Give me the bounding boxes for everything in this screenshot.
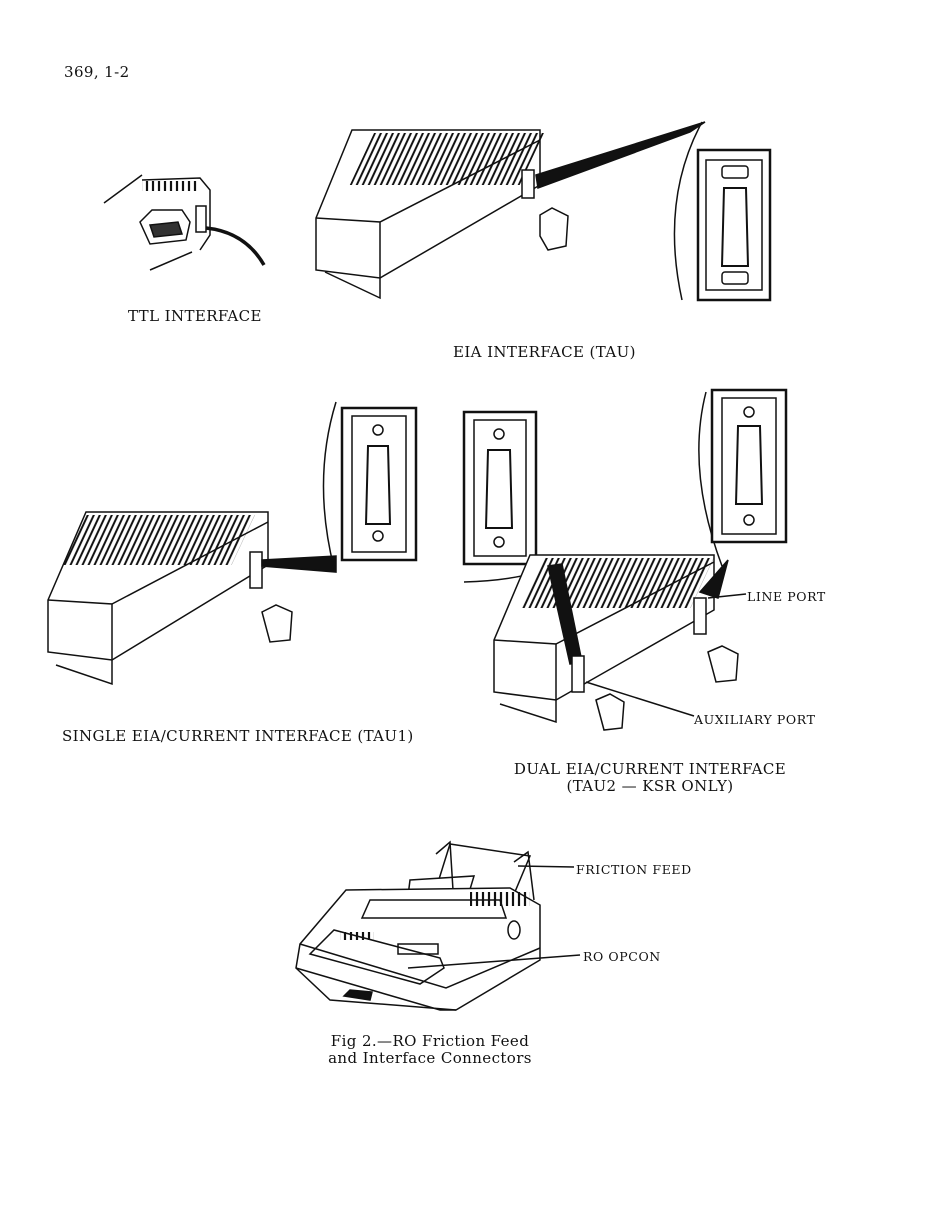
single-interface-drawing [48,402,416,684]
auxiliary-port-label: AUXILIARY PORT [694,711,816,728]
dual-interface-drawing [464,390,786,730]
dual-interface-caption-line1: DUAL EIA/CURRENT INTERFACE [500,761,800,778]
ttl-interface-drawing [104,175,264,270]
single-interface-caption: SINGLE EIA/CURRENT INTERFACE (TAU1) [62,728,414,745]
friction-feed-label: FRICTION FEED [576,861,692,878]
eia-tau-drawing [316,122,770,300]
line-port-label: LINE PORT [747,588,826,605]
ttl-interface-caption: TTL INTERFACE [128,308,262,325]
figure-caption-line1: Fig 2.—RO Friction Feed [300,1033,560,1050]
eia-tau-caption: EIA INTERFACE (TAU) [453,344,636,361]
page-number: 369, 1-2 [64,64,130,81]
printer-drawing [296,842,580,1010]
figure-caption-line2: and Interface Connectors [300,1050,560,1067]
dual-interface-caption-line2: (TAU2 — KSR ONLY) [500,778,800,795]
ro-opcon-label: RO OPCON [583,948,661,965]
